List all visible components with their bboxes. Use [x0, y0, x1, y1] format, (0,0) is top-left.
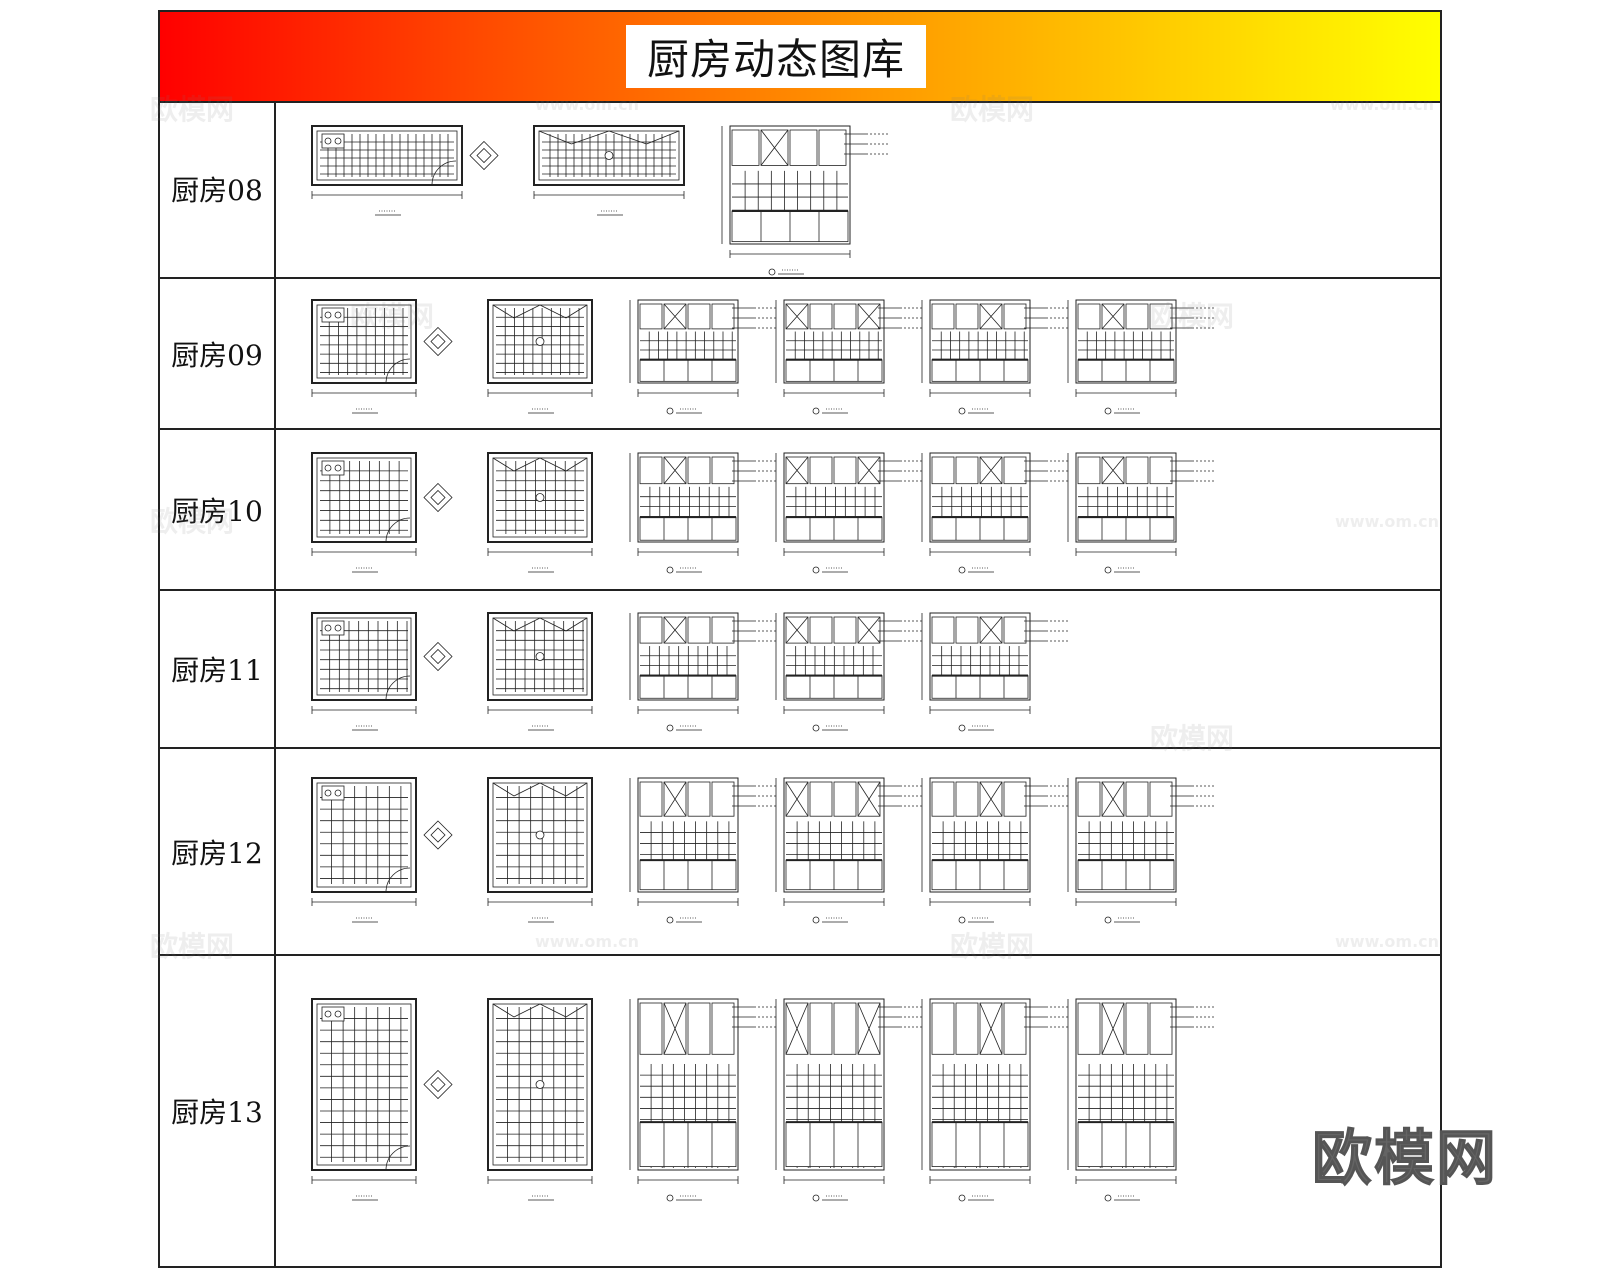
elevation-drawing [1067, 452, 1216, 574]
ceiling-plan-drawing [487, 452, 593, 573]
row-label: 厨房13 [160, 956, 276, 1266]
brand-logo: 欧模网 [1312, 1124, 1498, 1195]
cad-drawings [311, 777, 1216, 924]
floor-plan-drawing [311, 299, 453, 414]
ceiling-plan-drawing [487, 777, 593, 923]
ceiling-plan-drawing [487, 299, 593, 414]
elevation-drawing [629, 299, 778, 415]
elevation-drawing [775, 998, 924, 1202]
kitchen-row: 厨房11 [160, 591, 1440, 749]
drawing-strip [276, 279, 1440, 428]
elevation-drawing [921, 998, 1070, 1202]
floor-plan-drawing [311, 777, 453, 923]
ceiling-plan-drawing [487, 612, 593, 731]
page-title: 厨房动态图库 [626, 25, 926, 88]
elevation-drawing [921, 452, 1070, 574]
kitchen-row: 厨房13 [160, 956, 1440, 1266]
drawing-strip [276, 430, 1440, 589]
elevation-drawing [921, 777, 1070, 924]
elevation-drawing [921, 299, 1070, 415]
row-label: 厨房09 [160, 279, 276, 428]
ceiling-plan-drawing [487, 998, 593, 1201]
elevation-drawing [775, 612, 924, 732]
elevation-drawing [721, 125, 890, 276]
cad-drawings [311, 299, 1216, 415]
drawing-strip [276, 749, 1440, 954]
row-label: 厨房12 [160, 749, 276, 954]
elevation-drawing [921, 612, 1070, 732]
elevation-drawing [775, 777, 924, 924]
row-label: 厨房08 [160, 101, 276, 277]
elevation-drawing [629, 452, 778, 574]
cad-drawings [311, 125, 890, 276]
drawing-strip [276, 591, 1440, 747]
cad-drawings [311, 998, 1216, 1202]
title-banner: 厨房动态图库 [160, 12, 1440, 103]
floor-plan-drawing [311, 452, 453, 573]
floor-plan-drawing [311, 612, 453, 731]
elevation-drawing [629, 612, 778, 732]
row-label: 厨房11 [160, 591, 276, 747]
catalog-sheet: 厨房动态图库 厨房08 厨房09 厨房10 厨房11 厨房12 厨房13 [158, 10, 1442, 1268]
elevation-drawing [1067, 998, 1216, 1202]
kitchen-row: 厨房10 [160, 430, 1440, 591]
row-label: 厨房10 [160, 430, 276, 589]
floor-plan-drawing [311, 998, 453, 1201]
elevation-drawing [775, 452, 924, 574]
drawing-strip [276, 956, 1440, 1266]
elevation-drawing [1067, 299, 1216, 415]
drawing-strip [276, 101, 1440, 277]
elevation-drawing [629, 777, 778, 924]
kitchen-row: 厨房09 [160, 279, 1440, 430]
kitchen-row: 厨房08 [160, 101, 1440, 279]
elevation-drawing [1067, 777, 1216, 924]
floor-plan-drawing [311, 125, 499, 216]
ceiling-plan-drawing [533, 125, 685, 216]
elevation-drawing [629, 998, 778, 1202]
kitchen-row: 厨房12 [160, 749, 1440, 956]
cad-drawings [311, 612, 1070, 732]
cad-drawings [311, 452, 1216, 574]
elevation-drawing [775, 299, 924, 415]
